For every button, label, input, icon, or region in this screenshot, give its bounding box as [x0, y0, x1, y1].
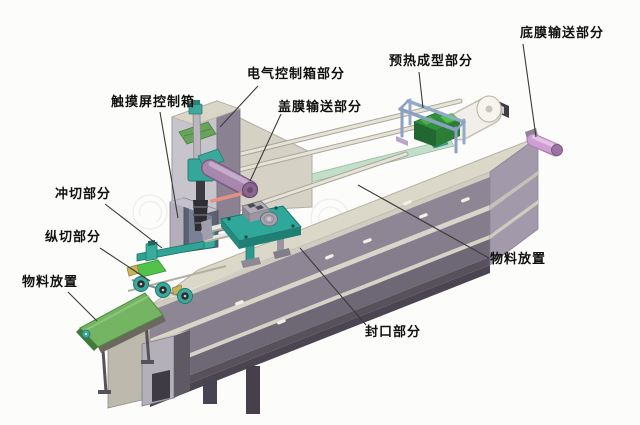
film-clamp-lever [210, 192, 242, 203]
output-conveyor [76, 292, 166, 394]
leader-punching [104, 203, 163, 249]
preheat-box-front [414, 122, 436, 147]
label-bottom-film-conveying: 底膜输送部分 [520, 25, 605, 40]
leader-sealing [299, 247, 367, 326]
pink-roller-cap [551, 144, 563, 156]
front-band-mid [150, 210, 490, 369]
slitting-discs [133, 276, 193, 304]
leader-material-left [67, 291, 98, 322]
label-touchscreen-control-box: 触摸屏控制箱 [111, 94, 196, 109]
leader-touchscreen [159, 111, 179, 219]
pedestal-notch [152, 370, 170, 402]
leader-preheat [418, 71, 424, 109]
leader-slitting [99, 247, 151, 282]
front-stripe-2 [150, 235, 490, 373]
slitting-green-plate [133, 259, 167, 278]
label-material-placement-left: 物料放置 [22, 274, 79, 289]
label-slitting-section: 纵切部分 [45, 229, 102, 244]
label-punching-section: 冲切部分 [55, 186, 112, 201]
roller-body [202, 160, 256, 196]
front-base [150, 257, 490, 399]
front-stripe-1 [150, 205, 490, 344]
front-band-lower [150, 239, 490, 391]
front-band-upper [150, 177, 490, 339]
pink-roller-body [527, 134, 561, 155]
base-strip [150, 265, 490, 407]
conveyor-leg [101, 349, 108, 393]
label-preheat-forming: 预热成型部分 [389, 53, 474, 68]
preheat-lavender-part [396, 136, 408, 146]
machine-foot [203, 380, 217, 404]
machine-bed-front [107, 136, 539, 414]
leader-material-right [357, 184, 490, 259]
left-pedestal [141, 330, 190, 407]
leader-bottom-film [522, 43, 537, 138]
machine-leg [246, 366, 260, 414]
leader-electric-box [219, 85, 259, 128]
label-sealing-section: 封口部分 [365, 324, 422, 339]
bed-end-face [489, 136, 539, 266]
film-guide-rods [221, 98, 463, 209]
leader-cover-film [249, 113, 282, 182]
pedestal-side [174, 330, 190, 398]
leader-lines [67, 43, 537, 326]
preheat-forming-station [396, 98, 466, 154]
preheat-box-side [436, 120, 460, 147]
conveyor-belt [79, 292, 164, 348]
label-electrical-control-box: 电气控制箱部分 [247, 66, 346, 81]
sealing-station [201, 200, 302, 268]
label-material-placement-right: 物料放置 [490, 251, 547, 266]
cover-film-roller [197, 148, 258, 198]
label-cover-film-conveying: 盖膜输送部分 [278, 99, 363, 114]
preheat-frame [398, 98, 466, 154]
bottom-film-roll [445, 95, 509, 141]
